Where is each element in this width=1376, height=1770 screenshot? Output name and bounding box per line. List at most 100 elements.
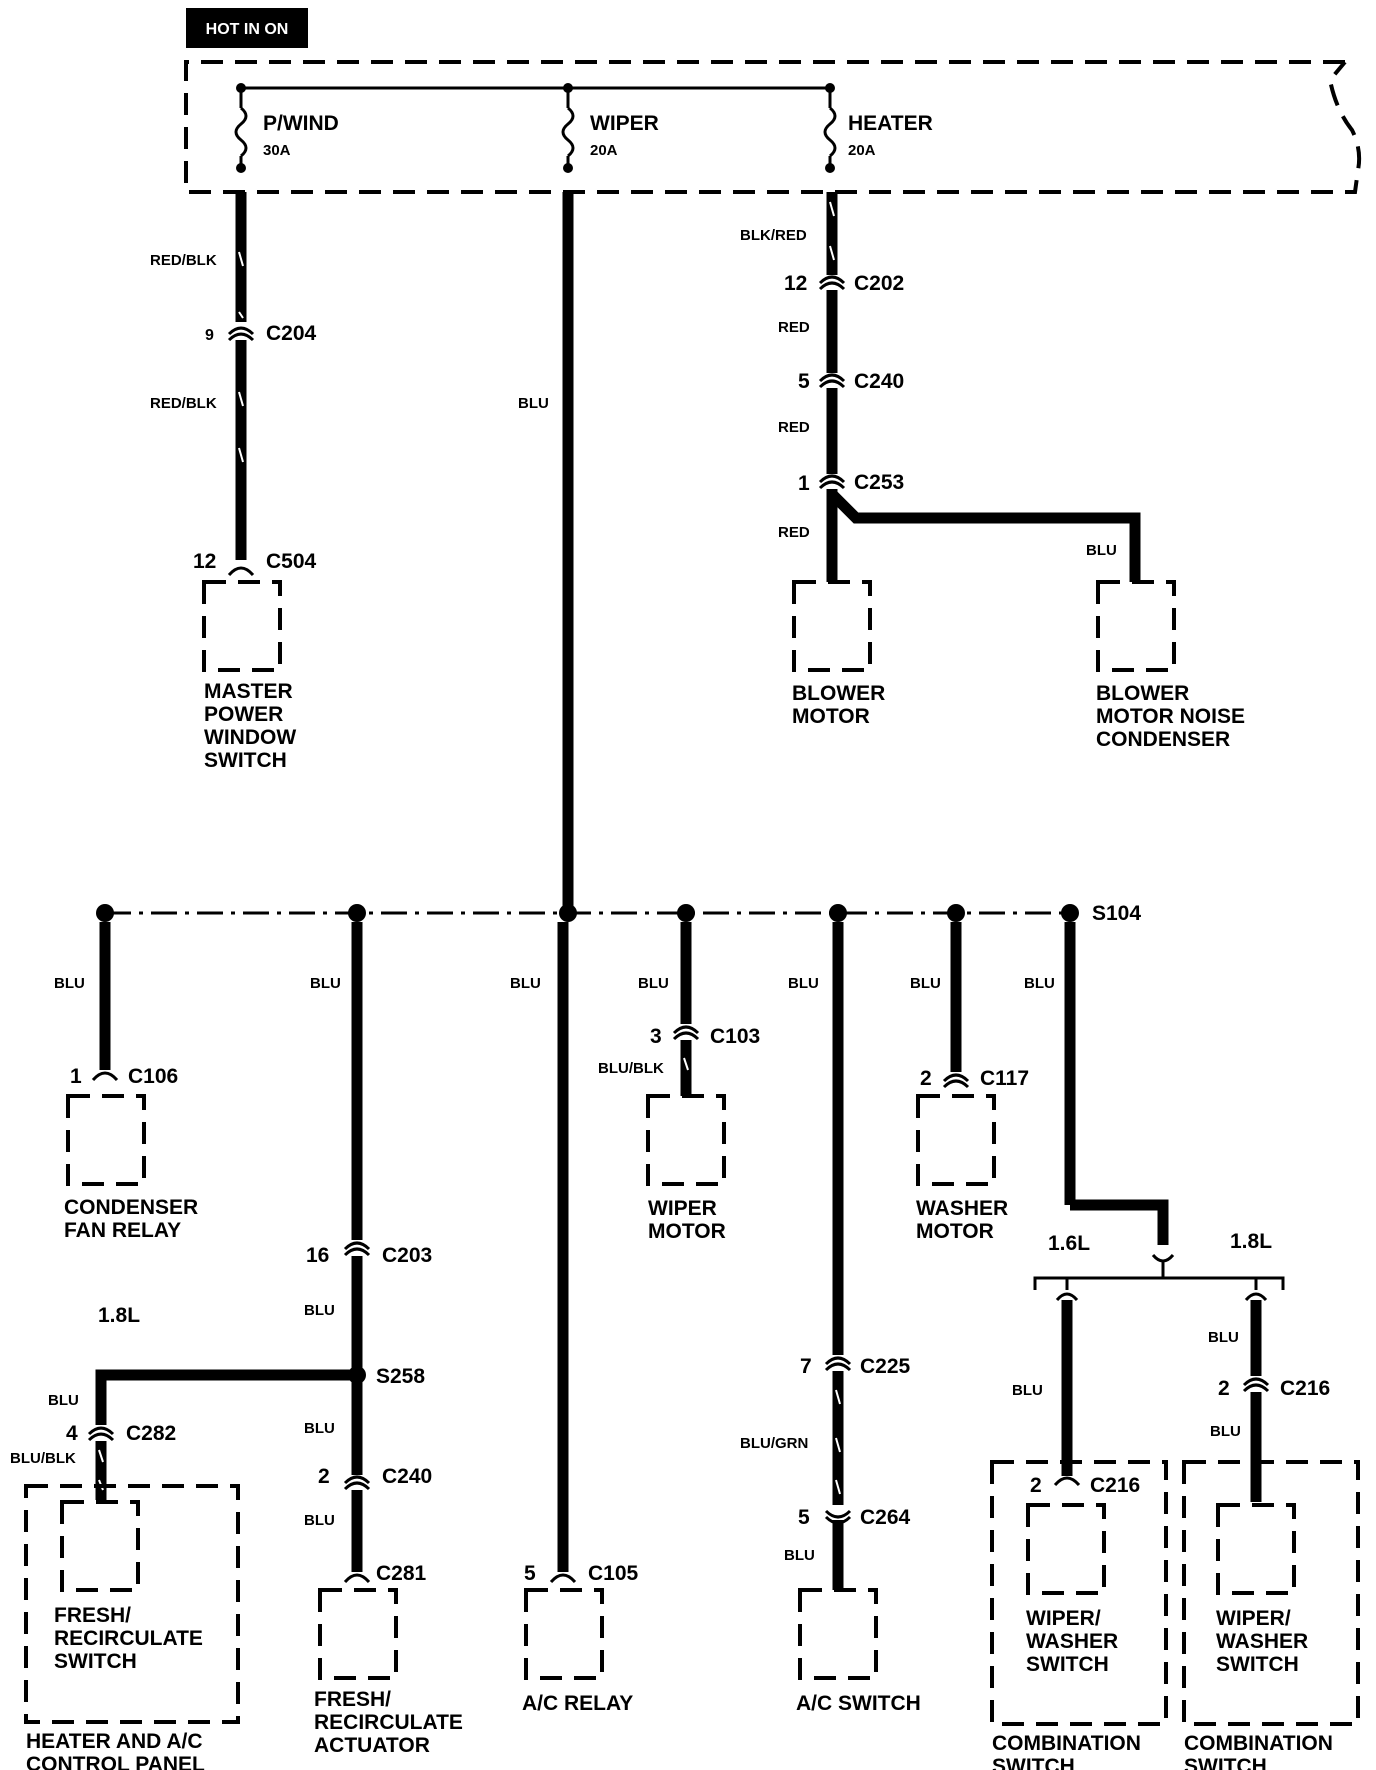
c105-terminal [549,1573,577,1584]
connector-c282: C282 [126,1422,176,1445]
pin-c504-number: 12 [193,550,216,573]
combination-switch-right-box [1182,1460,1360,1726]
wire-color-red-2: RED [778,419,810,436]
wire-color-blu-blk-b2: BLU/BLK [10,1450,76,1467]
wiper-washer-switch-right-box [1216,1503,1296,1595]
splice-s104: S104 [1092,902,1141,925]
condenser-fan-relay-box [66,1094,146,1186]
wiper-washer-switch-right-label: WIPER/ WASHER SWITCH [1216,1607,1314,1676]
splice-s258: S258 [376,1365,425,1388]
wire-color-blu-b4: BLU [638,975,669,992]
fuse-heater-name: HEATER [848,112,933,135]
fresh-recirculate-actuator-box [318,1588,398,1680]
wire-color-blu-b2d: BLU [304,1420,335,1437]
circuit-heater [818,192,1141,582]
fuse-p-wind: P/WIND 30A [234,83,339,173]
wiper-motor-label: WIPER MOTOR [648,1197,726,1243]
fresh-recirculate-actuator-label: FRESH/ RECIRCULATE ACTUATOR [314,1688,469,1757]
wiper-washer-switch-left-label: WIPER/ WASHER SWITCH [1026,1607,1124,1676]
pin-c264-number: 5 [798,1506,810,1529]
connector-c204: C204 [266,322,317,345]
pin-c117-number: 2 [920,1067,932,1090]
fuse-heater-rating: 20A [848,142,876,159]
pin-c253-number: 1 [798,472,810,495]
connector-c225: C225 [860,1355,911,1378]
hot-in-on-label: HOT IN ON [206,21,289,38]
wire-color-blu-b5: BLU [788,975,819,992]
pin-c240-number: 2 [318,1465,330,1488]
connector-c103: C103 [710,1025,760,1048]
wire-color-blu-b2: BLU [310,975,341,992]
master-power-window-switch-label: MASTER POWER WINDOW SWITCH [204,680,302,772]
fuse-wiper-rating: 20A [590,142,618,159]
connector-c264: C264 [860,1506,911,1529]
ac-relay-label: A/C RELAY [522,1692,633,1715]
heater-ac-control-panel-label: HEATER AND A/C CONTROL PANEL [26,1730,208,1770]
pin-c103-number: 3 [650,1025,662,1048]
pin-c282-number: 4 [66,1422,78,1445]
master-power-window-switch-box [202,580,282,672]
wire-color-blu-b7b: BLU [1208,1329,1239,1346]
wiper-motor-box [646,1094,726,1186]
wire-color-blk-red: BLK/RED [740,227,807,244]
blower-motor-noise-condenser-label: BLOWER MOTOR NOISE CONDENSER [1096,682,1251,751]
condenser-fan-relay-label: CONDENSER FAN RELAY [64,1196,204,1242]
ac-switch-box [798,1588,878,1680]
wire-color-blu-b7c: BLU [1012,1382,1043,1399]
hot-in-on-badge [186,8,308,48]
combination-switch-right-label: COMBINATION SWITCH [1184,1732,1339,1770]
connector-c105: C105 [588,1562,639,1585]
engine-variant-18-left: 1.8L [98,1304,140,1327]
fresh-recirculate-switch-label: FRESH/ RECIRCULATE SWITCH [54,1604,209,1673]
ac-switch-label: A/C SWITCH [796,1692,921,1715]
pin-c105-number: 5 [524,1562,536,1585]
fuse-box-outline [184,60,1362,194]
pin-c106-number: 1 [70,1065,82,1088]
wire-color-blu-b2c: BLU [48,1392,79,1409]
engine-variant-16: 1.6L [1048,1232,1090,1255]
washer-motor-label: WASHER MOTOR [916,1197,1014,1243]
fuse-wiper-name: WIPER [590,112,659,135]
wire-color-blu-b2b: BLU [304,1302,335,1319]
fuse-p-wind-name: P/WIND [263,112,339,135]
circuit-p-wind [227,192,255,577]
wire-color-blu-b7d: BLU [1210,1423,1241,1440]
combination-switch-left-box [990,1460,1168,1726]
fuse-p-wind-rating: 30A [263,142,291,159]
blower-motor-noise-condenser-box [1096,580,1176,672]
wire-color-blu-b7: BLU [1024,975,1055,992]
c117-terminal-a [942,1073,970,1083]
wire-color-red-1: RED [778,319,810,336]
wire-color-red-3: RED [778,524,810,541]
wire-color-blu-b6: BLU [910,975,941,992]
pin-c225-number: 7 [800,1355,812,1378]
connector-c202: C202 [854,272,904,295]
connector-c504: C504 [266,550,317,573]
pin-c204-number: 9 [205,327,214,344]
wire-color-blu-b2e: BLU [304,1512,335,1529]
pin-c216-right-number: 2 [1218,1377,1230,1400]
wire-color-blu-b3: BLU [510,975,541,992]
wire-color-blu-grn: BLU/GRN [740,1435,808,1452]
ac-relay-box [524,1588,604,1680]
wire-color-red-blk-1: RED/BLK [150,252,217,269]
wire-color-blu-blk-b4: BLU/BLK [598,1060,664,1077]
fuse-wiper: WIPER 20A [561,83,659,173]
connector-c253: C253 [854,471,904,494]
wire-color-blu-main: BLU [518,395,549,412]
wire-color-blu-b5b: BLU [784,1547,815,1564]
pin-c240-heater-number: 5 [798,370,810,393]
connector-c240: C240 [382,1465,432,1488]
wire-color-blu-b1: BLU [54,975,85,992]
heater-ac-control-panel-box [24,1484,240,1724]
combination-switch-left-label: COMBINATION SWITCH [992,1732,1147,1770]
c117-terminal-b [942,1079,970,1089]
engine-variant-18-right: 1.8L [1230,1230,1272,1253]
connector-c203: C203 [382,1244,432,1267]
fresh-recirculate-switch-box [60,1500,140,1592]
branch-fresh-recirculate [87,922,371,1584]
c106-terminal [91,1071,119,1082]
washer-motor-box [916,1094,996,1186]
pin-c216-left-number: 2 [1030,1474,1042,1497]
